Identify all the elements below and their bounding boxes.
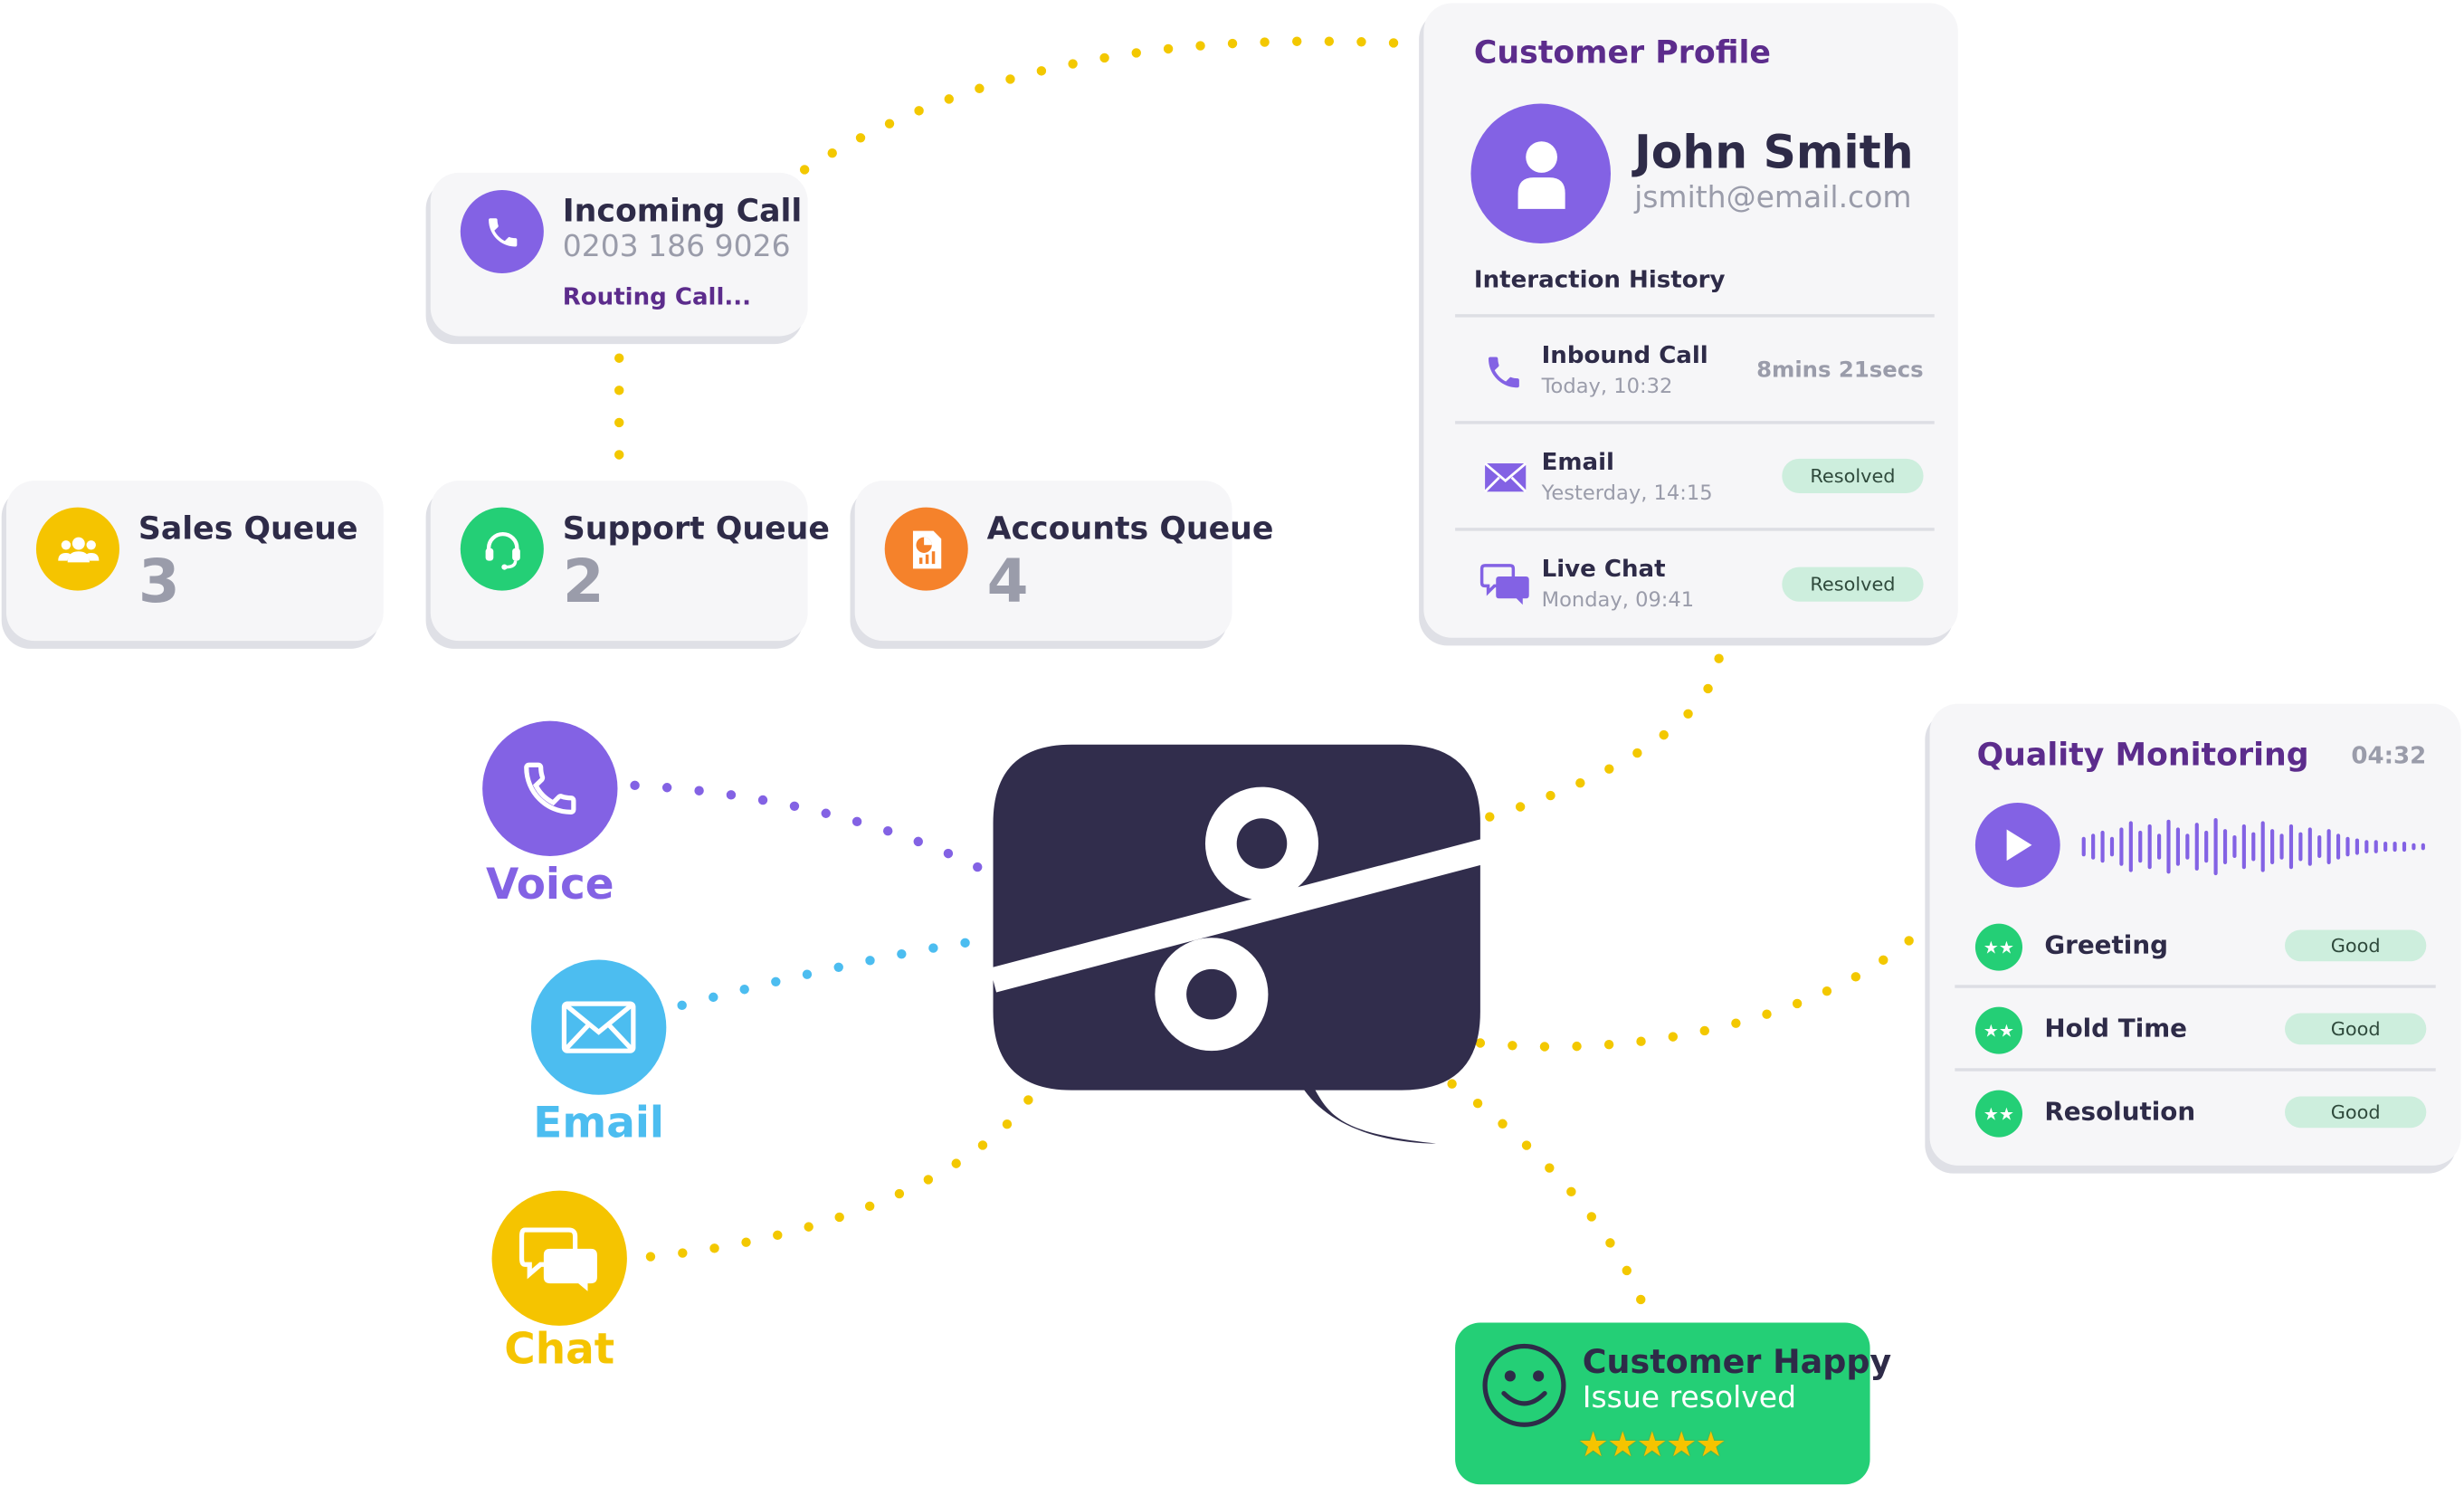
quality-monitoring-card[interactable]: Quality Monitoring 04:32 ★★ Greeting Goo… (1929, 703, 2461, 1166)
quality-heading: Quality Monitoring (1976, 735, 2309, 773)
divider (1455, 528, 1935, 531)
customer-happy-card[interactable]: Customer Happy Issue resolved ★★★★★ (1455, 1322, 1891, 1485)
envelope-icon (1483, 462, 1527, 500)
divider (1955, 985, 2436, 988)
history-row[interactable]: Inbound Call Today, 10:32 8mins 21secs (1423, 318, 1957, 422)
stars-badge-icon: ★★ (1974, 923, 2023, 971)
star-icon: ★ (1577, 1426, 1609, 1466)
history-type: Inbound Call (1541, 340, 1708, 369)
status-badge: Resolved (1782, 458, 1924, 494)
queue-name: Sales Queue (138, 509, 358, 548)
queue-name: Accounts Queue (986, 509, 1274, 548)
quality-row-hold-time[interactable]: ★★ Hold Time Good (1930, 988, 2461, 1067)
email-label: Email (533, 1099, 664, 1148)
customer-name: John Smith (1634, 125, 1914, 179)
phone-icon (460, 190, 544, 274)
queue-card-support[interactable]: Support Queue 2 (430, 481, 830, 642)
audio-waveform (2081, 817, 2425, 876)
rating-badge: Good (2285, 929, 2427, 962)
connector-chat-hub (645, 1091, 1036, 1262)
history-row[interactable]: Email Yesterday, 14:15 Resolved (1423, 424, 1957, 529)
email-channel-envelope-icon[interactable] (530, 959, 667, 1095)
history-row[interactable]: Live Chat Monday, 09:41 Resolved (1423, 531, 1957, 635)
star-icon: ★ (1666, 1426, 1697, 1466)
history-time: Monday, 09:41 (1541, 588, 1695, 613)
play-button-icon[interactable] (1974, 802, 2060, 888)
quality-row-greeting[interactable]: ★★ Greeting Good (1930, 905, 2461, 984)
queue-name: Support Queue (562, 509, 830, 548)
call-duration: 8mins 21secs (1756, 357, 1924, 384)
customer-profile-card[interactable]: Customer Profile John Smith jsmith@email… (1423, 3, 1958, 638)
star-icon: ★ (1695, 1426, 1727, 1466)
connector-hub-profile (1485, 652, 1725, 822)
chat-channel-chat-bubbles-icon[interactable] (491, 1190, 627, 1326)
divider (1455, 314, 1935, 318)
stars-badge-icon: ★★ (1974, 1006, 2023, 1054)
headset-icon (460, 507, 544, 591)
routing-status: Routing Call... (562, 282, 752, 311)
criterion-name: Hold Time (2044, 1013, 2188, 1043)
incoming-call-number: 0203 186 9026 (562, 229, 791, 264)
profile-heading: Customer Profile (1473, 33, 1771, 71)
star-icon: ★ (1607, 1426, 1638, 1466)
connector-call-profile (799, 36, 1422, 175)
voice-label: Voice (485, 861, 614, 910)
recording-duration: 04:32 (2351, 741, 2427, 770)
status-badge: Resolved (1782, 567, 1924, 602)
connector-hub-quality (1475, 931, 1919, 1052)
customer-email: jsmith@email.com (1634, 180, 1912, 215)
outcome-title: Customer Happy (1582, 1343, 1892, 1381)
divider (1955, 1068, 2436, 1072)
avatar-user-icon (1470, 103, 1612, 244)
star-icon: ★ (1636, 1426, 1668, 1466)
incoming-call-card[interactable]: Incoming Call 0203 186 9026 Routing Call… (430, 172, 808, 337)
rating-badge: Good (2285, 1013, 2427, 1045)
history-type: Live Chat (1541, 554, 1666, 583)
criterion-name: Greeting (2044, 929, 2168, 960)
stars-badge-icon: ★★ (1974, 1090, 2023, 1138)
connector-voice-hub (630, 780, 989, 875)
hub-logo-icon (989, 744, 1487, 1144)
smiley-icon (1480, 1341, 1568, 1435)
queue-count: 4 (986, 547, 1029, 616)
chat-label: Chat (504, 1325, 615, 1375)
users-icon (35, 507, 119, 591)
history-time: Yesterday, 14:15 (1541, 481, 1713, 506)
queue-count: 2 (562, 547, 604, 616)
connector-email-hub (677, 938, 973, 1011)
history-type: Email (1541, 447, 1615, 476)
incoming-call-title: Incoming Call (562, 191, 803, 230)
interaction-history-heading: Interaction History (1473, 265, 1726, 294)
chat-bubbles-icon (1479, 562, 1531, 613)
outcome-subtitle: Issue resolved (1582, 1380, 1797, 1415)
star-rating: ★★★★★ (1577, 1426, 1727, 1466)
phone-icon (1483, 352, 1524, 399)
rating-badge: Good (2285, 1096, 2427, 1129)
queue-count: 3 (138, 547, 180, 616)
voice-channel-phone-icon[interactable] (482, 720, 618, 856)
queue-card-accounts[interactable]: Accounts Queue 4 (854, 481, 1273, 642)
queue-card-sales[interactable]: Sales Queue 3 (5, 481, 384, 642)
quality-row-resolution[interactable]: ★★ Resolution Good (1930, 1072, 2461, 1150)
history-time: Today, 10:32 (1541, 375, 1673, 399)
report-icon (884, 507, 968, 591)
criterion-name: Resolution (2044, 1096, 2196, 1127)
divider (1455, 421, 1935, 424)
